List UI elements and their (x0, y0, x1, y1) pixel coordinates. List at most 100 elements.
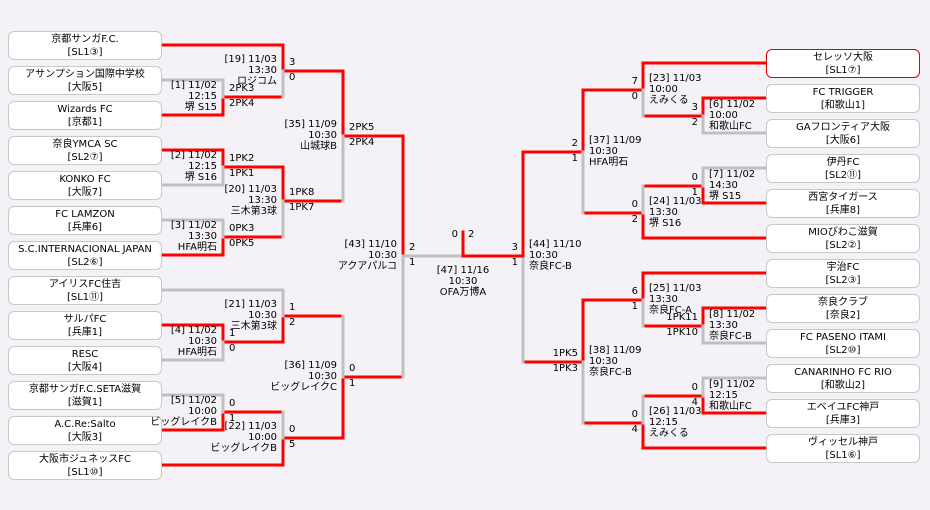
match-time: 10:00 (188, 406, 217, 417)
team-name: 奈良YMCA SC (52, 139, 118, 150)
team-box-right[interactable]: FC TRIGGER[和歌山1] (766, 84, 920, 113)
match-time: 12:15 (709, 390, 738, 401)
match-label: [35] 11/09 (284, 119, 337, 130)
team-seed: [大阪5] (67, 82, 103, 93)
match-label: [47] 11/16 (436, 265, 490, 276)
team-seed: [兵庫1] (67, 327, 103, 338)
match-venue: 堺 S16 (184, 172, 217, 183)
match-time: 12:15 (649, 417, 678, 428)
match-label: [8] 11/02 (709, 309, 756, 320)
team-box-right[interactable]: 伊丹FC[SL2⑪] (766, 154, 920, 183)
team-box-left[interactable]: サルパFC[兵庫1] (8, 311, 162, 340)
team-box-left[interactable]: Wizards FC[京都1] (8, 101, 162, 130)
match-venue: ロジコム (237, 76, 277, 87)
match-score: 2PK3 (229, 83, 255, 94)
match-score: 6 (631, 286, 638, 297)
team-name: 宇治FC (826, 262, 860, 273)
match-venue: 奈良FC-B (709, 331, 752, 342)
team-name: 西宮タイガース (808, 192, 878, 203)
team-box-right[interactable]: FC PASENO ITAMI [SL2⑩] (766, 329, 920, 358)
team-box-left[interactable]: 京都サンガF.C.SETA滋賀[滋賀1] (8, 381, 162, 410)
match-score: 1 (229, 328, 236, 339)
match-score: 0 (631, 409, 638, 420)
match-time: 13:30 (248, 195, 277, 206)
match-venue: 堺 S15 (184, 102, 217, 113)
match-score: 1 (349, 378, 356, 389)
team-box-right[interactable]: MIOびわこ滋賀[SL2②] (766, 224, 920, 253)
team-box-left[interactable]: S.C.INTERNACIONAL JAPAN[SL2⑥] (8, 241, 162, 270)
team-seed: [京都1] (67, 117, 103, 128)
team-box-left[interactable]: RESC[大阪4] (8, 346, 162, 375)
match-time: 10:30 (589, 356, 618, 367)
team-box-right[interactable]: 西宮タイガース [兵庫8] (766, 189, 920, 218)
team-seed: [大阪6] (825, 135, 861, 146)
team-name: RESC (71, 349, 99, 360)
match-score: 0PK5 (229, 238, 255, 249)
team-box-left[interactable]: 大阪市ジュネッスFC [SL1⑩] (8, 451, 162, 480)
team-box-left[interactable]: A.C.Re:Salto[大阪3] (8, 416, 162, 445)
team-box-right[interactable]: CANARINHO FC RIO[和歌山2] (766, 364, 920, 393)
team-box-left[interactable]: アサンプション国際中学校 [大阪5] (8, 66, 162, 95)
team-box-right[interactable]: GAフロンティア大阪[大阪6] (766, 119, 920, 148)
match-time: 13:30 (709, 320, 738, 331)
team-box-left[interactable]: アイリスFC住吉[SL1⑪] (8, 276, 162, 305)
team-box-left[interactable]: FC LAMZON[兵庫6] (8, 206, 162, 235)
match-time: 10:00 (649, 84, 678, 95)
match-venue: えみくる (649, 428, 689, 439)
team-box-left[interactable]: KONKO FC[大阪7] (8, 171, 162, 200)
team-name: 大阪市ジュネッスFC (38, 454, 132, 465)
match-label: [26] 11/03 (649, 406, 702, 417)
match-label: [38] 11/09 (589, 345, 642, 356)
match-label: [3] 11/02 (170, 220, 217, 231)
match-venue: ビッグレイクC (270, 382, 337, 393)
team-box-right[interactable]: セレッソ大阪[SL1⑦] (766, 49, 920, 78)
match-time: 12:15 (188, 91, 217, 102)
match-venue: 奈良FC-B (529, 261, 572, 272)
match-time: 14:30 (709, 180, 738, 191)
match-time: 12:15 (188, 161, 217, 172)
match-score: 0PK3 (229, 223, 255, 234)
team-seed: [SL1⑪] (66, 292, 104, 303)
team-name: アサンプション国際中学校 (25, 69, 145, 80)
match-time: 10:30 (589, 146, 618, 157)
match-label: [44] 11/10 (529, 239, 582, 250)
team-seed: [SL1⑩] (67, 467, 103, 478)
match-time: 10:30 (308, 371, 337, 382)
team-box-right[interactable]: 宇治FC [SL2③] (766, 259, 920, 288)
team-seed: [和歌山2] (820, 380, 866, 391)
team-name: KONKO FC (59, 174, 111, 185)
match-venue: えみくる (649, 95, 689, 106)
team-box-right[interactable]: エベイユFC神戸[兵庫3] (766, 399, 920, 428)
match-label: [6] 11/02 (709, 99, 756, 110)
team-seed: [兵庫8] (825, 205, 861, 216)
match-score: 2 (691, 117, 698, 128)
team-box-right[interactable]: ヴィッセル神戸[SL1⑥] (766, 434, 920, 463)
match-time: 10:00 (248, 432, 277, 443)
team-box-left[interactable]: 奈良YMCA SC [SL2⑦] (8, 136, 162, 165)
team-box-left[interactable]: 京都サンガF.C.[SL1③] (8, 31, 162, 60)
match-score: 0 (691, 382, 698, 393)
match-score: 1PK5 (552, 348, 578, 359)
team-seed: [SL1⑥] (825, 450, 861, 461)
match-venue: アクアパルコ (337, 261, 397, 272)
match-label: [5] 11/02 (170, 395, 217, 406)
match-venue: 三木第3球 (230, 206, 277, 217)
team-seed: [SL2⑦] (67, 152, 103, 163)
match-label: [1] 11/02 (170, 80, 217, 91)
team-seed: [SL2⑩] (825, 345, 861, 356)
match-score: 4 (691, 397, 698, 408)
match-label: [21] 11/03 (224, 299, 277, 310)
match-venue: 山城球B (300, 141, 337, 152)
team-seed: [SL2③] (825, 275, 861, 286)
team-name: FC PASENO ITAMI (799, 332, 887, 343)
team-seed: [兵庫3] (825, 415, 861, 426)
match-venue: 和歌山FC (709, 401, 752, 412)
team-box-right[interactable]: 奈良クラブ[奈良2] (766, 294, 920, 323)
